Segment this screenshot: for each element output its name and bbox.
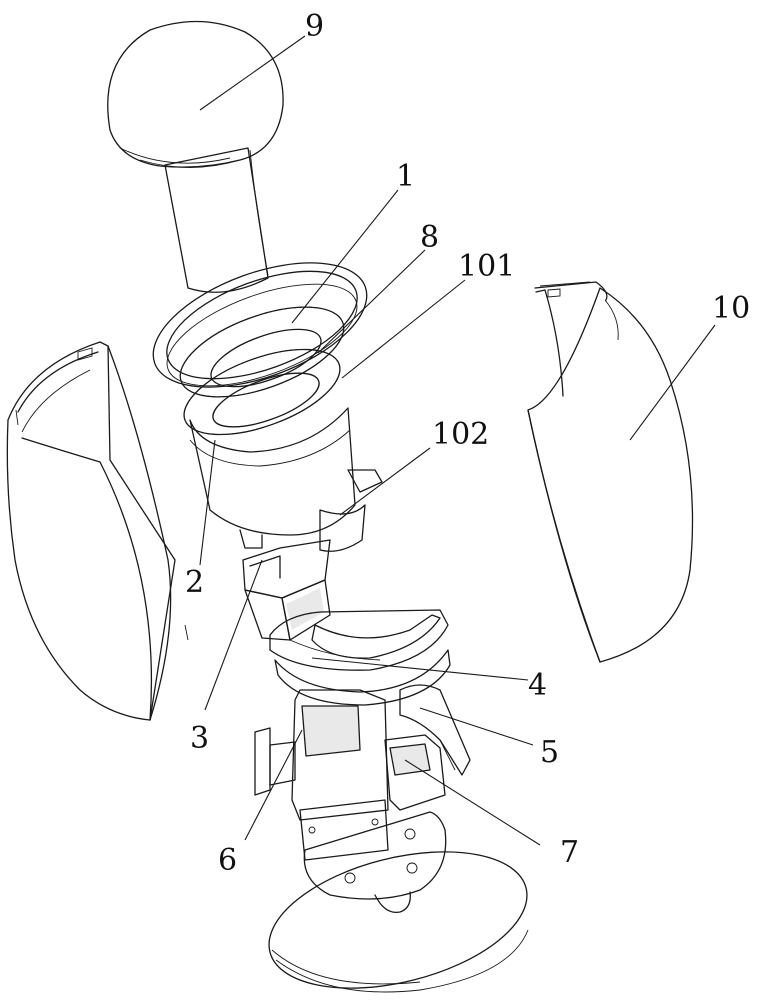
leader-5 bbox=[420, 708, 533, 745]
leader-101 bbox=[342, 280, 465, 378]
part-1-top-ring bbox=[137, 238, 383, 412]
part-8-grid-ring bbox=[169, 289, 355, 415]
label-101: 101 bbox=[458, 249, 515, 284]
label-4: 4 bbox=[528, 668, 547, 703]
label-6: 6 bbox=[218, 843, 237, 878]
part-7-small-box bbox=[385, 735, 445, 810]
label-1: 1 bbox=[396, 159, 415, 194]
part-2-cylinder-body bbox=[190, 408, 382, 551]
base-assembly bbox=[255, 812, 541, 1000]
label-2: 2 bbox=[185, 565, 204, 600]
label-5: 5 bbox=[540, 735, 559, 770]
leader-1 bbox=[292, 190, 398, 323]
leader-9 bbox=[200, 36, 305, 110]
part-10-right-shell bbox=[528, 282, 693, 662]
label-102: 102 bbox=[432, 417, 489, 452]
label-10: 10 bbox=[712, 291, 750, 326]
part-101-lower-grid-ring bbox=[173, 332, 350, 452]
leader-7 bbox=[405, 760, 540, 845]
left-shell bbox=[7, 342, 188, 720]
part-3-bracket bbox=[243, 540, 330, 640]
label-7: 7 bbox=[560, 835, 579, 870]
label-3: 3 bbox=[190, 721, 209, 756]
leader-2 bbox=[200, 440, 215, 565]
label-9: 9 bbox=[305, 9, 324, 44]
part-6-block-housing bbox=[255, 690, 388, 860]
leader-10 bbox=[630, 325, 715, 440]
label-8: 8 bbox=[420, 220, 439, 255]
leader-6 bbox=[245, 730, 302, 840]
part-9-cap-assembly bbox=[108, 21, 283, 292]
leader-3 bbox=[205, 560, 262, 710]
